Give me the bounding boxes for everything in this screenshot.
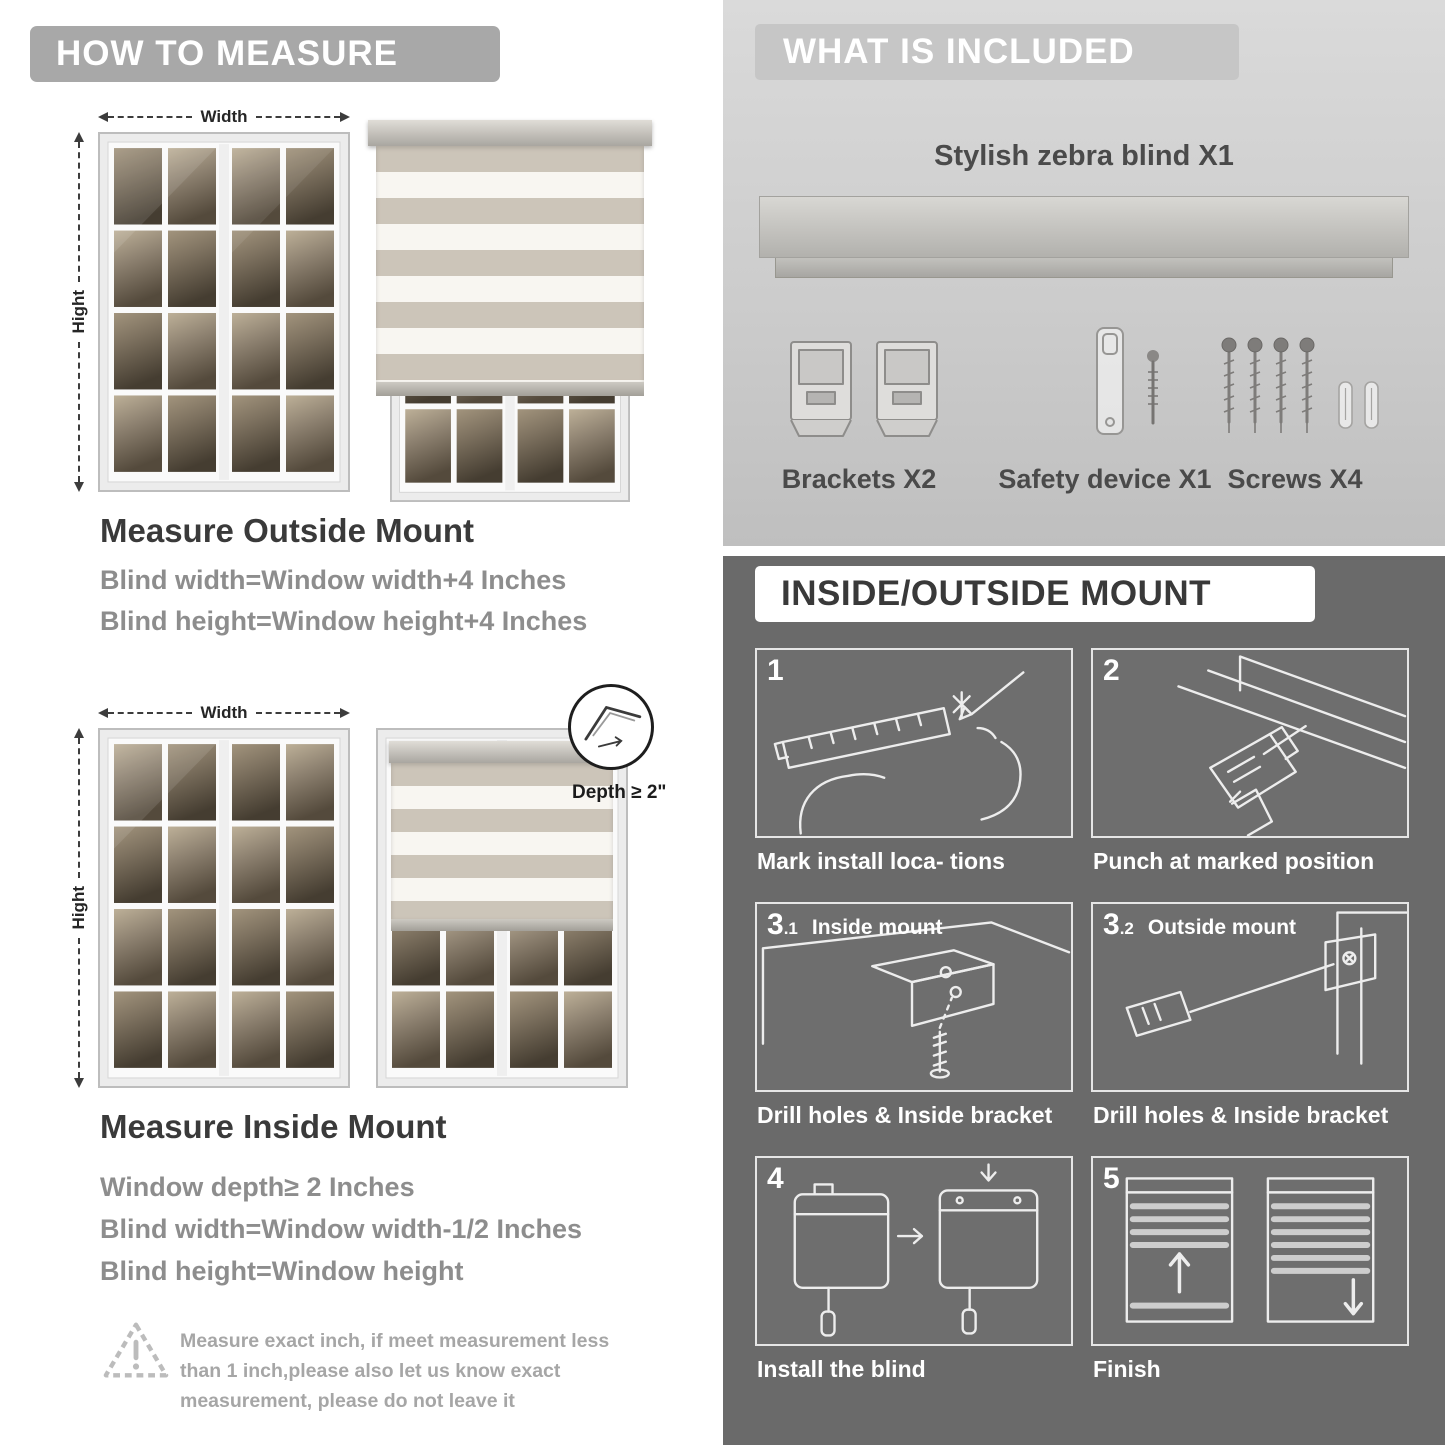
- step-caption-1: Mark install loca- tions: [757, 848, 1005, 874]
- what-is-included-banner: WHAT IS INCLUDED: [755, 24, 1239, 80]
- step-panel-3-2: 3.2 Outside mount: [1091, 902, 1409, 1092]
- arrow-right-icon: [340, 112, 350, 122]
- inside-mount-heading: Measure Inside Mount: [100, 1108, 447, 1145]
- arrow-down-icon: [74, 482, 84, 492]
- inside-bracket-illustration: [761, 921, 1071, 1079]
- screws-image: [1221, 337, 1379, 433]
- inside-width-rule: Blind width=Window width-1/2 Inches: [100, 1214, 583, 1244]
- depth-callout-label: Depth ≥ 2": [572, 782, 667, 803]
- blind-bottom-rail: [391, 919, 613, 931]
- step-panel-3-1: 3.1 Inside mount: [755, 902, 1073, 1092]
- inside-mount-figure: Width Hight: [68, 684, 668, 1102]
- window-illustration: [98, 132, 350, 492]
- step-panel-4: 4: [755, 1156, 1073, 1346]
- height-label: Hight: [69, 886, 88, 930]
- outside-blind-figure: [368, 120, 652, 502]
- outside-height-rule: Blind height=Window height+4 Inches: [100, 606, 588, 636]
- width-measure-arrow: Width: [98, 703, 350, 722]
- arrow-down-icon: [74, 1078, 84, 1088]
- blind-headrail: [389, 741, 615, 763]
- finish-illustration: [1125, 1177, 1375, 1323]
- step-title: Outside mount: [1147, 916, 1297, 939]
- window-corner-detail-icon: [584, 706, 642, 748]
- height-label: Hight: [69, 290, 88, 334]
- step-title: Inside mount: [811, 916, 943, 939]
- step-number: 4: [767, 1162, 784, 1195]
- step-caption-3-1: Drill holes & Inside bracket: [757, 1102, 1053, 1128]
- step-number: 5: [1103, 1162, 1120, 1195]
- arrow-line: [78, 142, 80, 283]
- arrow-line: [108, 712, 193, 714]
- product-label: Stylish zebra blind X1: [934, 140, 1234, 172]
- mount-section: INSIDE/OUTSIDE MOUNT 1: [723, 556, 1445, 1445]
- arrow-left-icon: [98, 112, 108, 122]
- screws-label: Screws X4: [1227, 464, 1363, 494]
- step-caption-4: Install the blind: [757, 1356, 926, 1382]
- arrow-right-icon: [340, 708, 350, 718]
- height-measure-arrow: Hight: [69, 728, 88, 1088]
- arrow-line: [255, 116, 340, 118]
- step-panel-1: 1: [755, 648, 1073, 838]
- inside-blind-figure: [376, 728, 628, 1088]
- mark-locations-illustration: [773, 671, 1025, 835]
- step-number: 3: [767, 908, 784, 941]
- safety-device-image: [1096, 327, 1159, 435]
- depth-callout-circle: [568, 684, 654, 770]
- blind-headrail: [368, 120, 652, 146]
- inside-outside-mount-banner: INSIDE/OUTSIDE MOUNT: [755, 566, 1315, 622]
- step-number: 3: [1103, 908, 1120, 941]
- warning-triangle-icon: [103, 1322, 169, 1378]
- arrow-left-icon: [98, 708, 108, 718]
- outside-width-rule: Blind width=Window width+4 Inches: [100, 565, 567, 595]
- arrow-line: [78, 738, 80, 879]
- inside-depth-rule: Window depth≥ 2 Inches: [100, 1172, 415, 1202]
- window-illustration: [98, 728, 350, 1088]
- arrow-up-icon: [74, 132, 84, 142]
- measure-warning-note: Measure exact inch, if meet measurement …: [180, 1330, 610, 1413]
- step-panel-5: 5: [1091, 1156, 1409, 1346]
- how-to-measure-banner: HOW TO MEASURE: [30, 26, 500, 82]
- zebra-blind-headrail-image: [759, 196, 1409, 258]
- step-number: 1: [767, 654, 784, 687]
- inside-height-rule: Blind height=Window height: [100, 1256, 464, 1286]
- step-caption-2: Punch at marked position: [1093, 848, 1375, 874]
- safety-device-label: Safety device X1: [998, 464, 1212, 494]
- width-label: Width: [200, 703, 248, 722]
- blind-bottom-rail: [376, 382, 644, 396]
- outside-mount-heading: Measure Outside Mount: [100, 512, 475, 549]
- arrow-line: [78, 341, 80, 482]
- height-measure-arrow: Hight: [69, 132, 88, 492]
- step-panel-2: 2: [1091, 648, 1409, 838]
- step-number: 2: [1103, 654, 1120, 687]
- outside-bracket-illustration: [1125, 911, 1407, 1065]
- brackets-image: [790, 341, 938, 437]
- blind-fabric: [391, 763, 613, 919]
- width-measure-arrow: Width: [98, 107, 350, 126]
- brackets-label: Brackets X2: [781, 464, 937, 494]
- arrow-line: [255, 712, 340, 714]
- outside-mount-figure: Width Hight: [68, 104, 658, 504]
- install-blind-illustration: [793, 1163, 1039, 1337]
- step-caption-3-2: Drill holes & Inside bracket: [1093, 1102, 1389, 1128]
- arrow-line: [108, 116, 193, 118]
- step-caption-5: Finish: [1093, 1356, 1161, 1382]
- arrow-line: [78, 937, 80, 1078]
- blind-fabric: [376, 146, 644, 382]
- drill-illustration: [1177, 655, 1407, 836]
- included-section: WHAT IS INCLUDED Stylish zebra blind X1: [723, 0, 1445, 546]
- width-label: Width: [200, 107, 248, 126]
- arrow-up-icon: [74, 728, 84, 738]
- zebra-blind-valance-image: [775, 258, 1393, 278]
